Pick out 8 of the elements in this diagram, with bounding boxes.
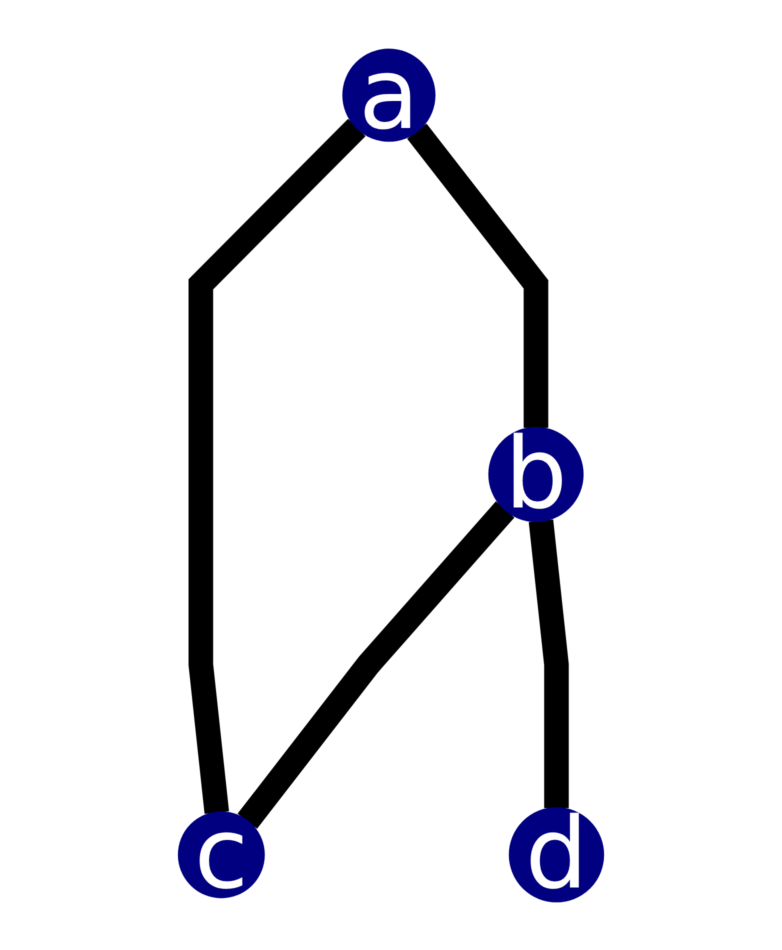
- node-circle: d: [508, 807, 604, 902]
- connector: [407, 124, 548, 428]
- node-circle: b: [488, 426, 584, 522]
- connector: [528, 520, 569, 808]
- connector: [238, 501, 514, 829]
- connector: [188, 118, 366, 814]
- node-circle: a: [342, 48, 436, 142]
- node-circle: c: [178, 811, 265, 898]
